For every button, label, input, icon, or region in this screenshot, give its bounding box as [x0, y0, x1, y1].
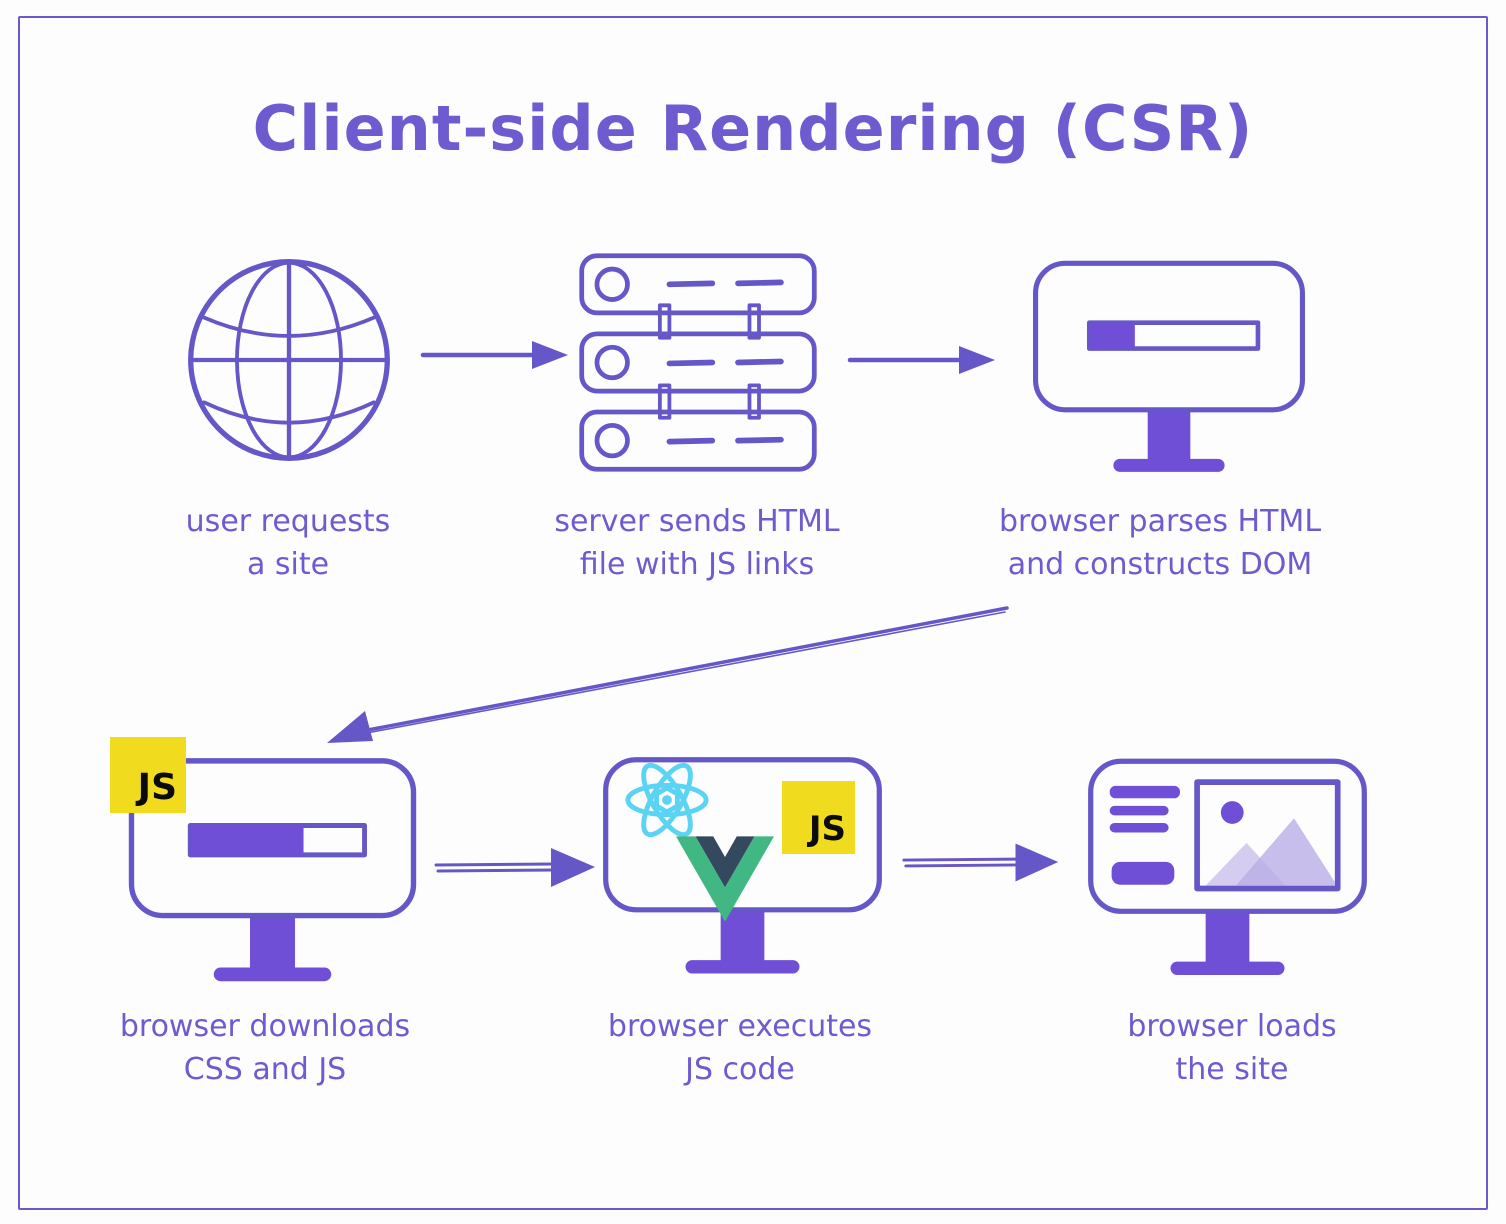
server-icon [579, 253, 817, 472]
caption-browser-loads: browser loads the site [1127, 1009, 1337, 1087]
caption-browser-executes: browser executes JS code [607, 1009, 873, 1087]
monitor-frameworks-icon [603, 757, 882, 974]
js-badge-icon: JS [110, 737, 186, 813]
caption-server-sends: server sends HTML file with JS links [554, 504, 840, 582]
monitor-download-icon [128, 758, 417, 982]
arrow-down-left-icon [327, 606, 1009, 743]
arrow-right-icon [847, 346, 995, 374]
globe-icon [188, 259, 390, 461]
vue-icon [676, 836, 774, 922]
arrow-right-icon [420, 341, 568, 369]
arrow-right-icon [902, 843, 1059, 882]
caption-browser-downloads: browser downloads CSS and JS [119, 1009, 411, 1087]
monitor-loading-icon [1033, 260, 1305, 472]
monitor-website-icon [1088, 758, 1367, 975]
diagram-title: Client-side Rendering (CSR) [252, 92, 1254, 165]
progress-fill [1089, 322, 1135, 349]
diagram-border [18, 16, 1488, 1210]
website-text-bars [1109, 785, 1180, 885]
website-hero-image [1194, 779, 1341, 892]
caption-user-requests: user requests a site [185, 504, 391, 582]
js-badge-icon: JS [782, 781, 855, 854]
arrow-right-icon [434, 848, 595, 887]
react-icon [625, 762, 709, 838]
progress-fill [190, 825, 304, 855]
caption-browser-parses: browser parses HTML and constructs DOM [998, 504, 1322, 582]
